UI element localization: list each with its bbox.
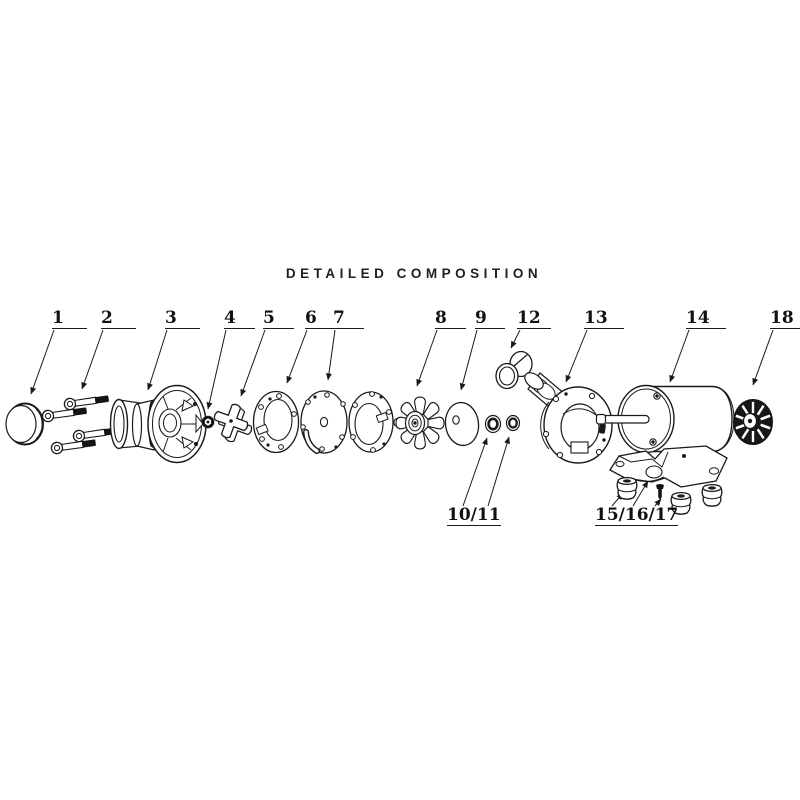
part-8-impeller <box>393 396 445 450</box>
part-1-end-cap <box>5 402 44 446</box>
part-7-wear-plate <box>300 390 348 454</box>
callout-part-2: 2 <box>101 309 136 329</box>
part-16-bracket <box>609 445 728 488</box>
callout-part-8: 8 <box>435 309 466 329</box>
callout-part-7: 7 <box>333 309 364 329</box>
callout-parts-10-11: 10/11 <box>447 505 501 526</box>
part-3-pump-head <box>109 384 207 464</box>
part-2-screws <box>41 392 120 455</box>
callout-part-12: 12 <box>517 309 551 329</box>
callout-part-4: 4 <box>224 309 255 329</box>
part-5-cross-coupling <box>208 398 258 448</box>
callout-part-13: 13 <box>584 309 624 329</box>
callout-parts-15-16-17: 15/16/17 <box>595 505 679 526</box>
callout-part-5: 5 <box>263 309 294 329</box>
leader-lines <box>30 329 774 507</box>
part-11-washer <box>505 414 521 432</box>
callout-part-14: 14 <box>686 309 726 329</box>
part-10-washer <box>484 414 502 434</box>
part-17-screw <box>656 484 664 500</box>
part-14-motor <box>595 384 735 454</box>
callout-part-6: 6 <box>305 309 334 329</box>
callout-part-3: 3 <box>165 309 200 329</box>
part-18-fan <box>733 399 773 445</box>
callout-part-18: 18 <box>770 309 800 329</box>
part-13-pump-body <box>524 372 613 464</box>
part-gasket-2 <box>348 391 394 453</box>
part-4-nut <box>201 415 215 429</box>
callout-part-9: 9 <box>475 309 505 329</box>
diagram-title: DETAILED COMPOSITION <box>285 266 543 281</box>
part-6-gasket <box>252 390 300 454</box>
callout-part-1: 1 <box>52 309 87 329</box>
part-9-cam <box>444 401 480 447</box>
part-12-bushing <box>495 350 533 390</box>
